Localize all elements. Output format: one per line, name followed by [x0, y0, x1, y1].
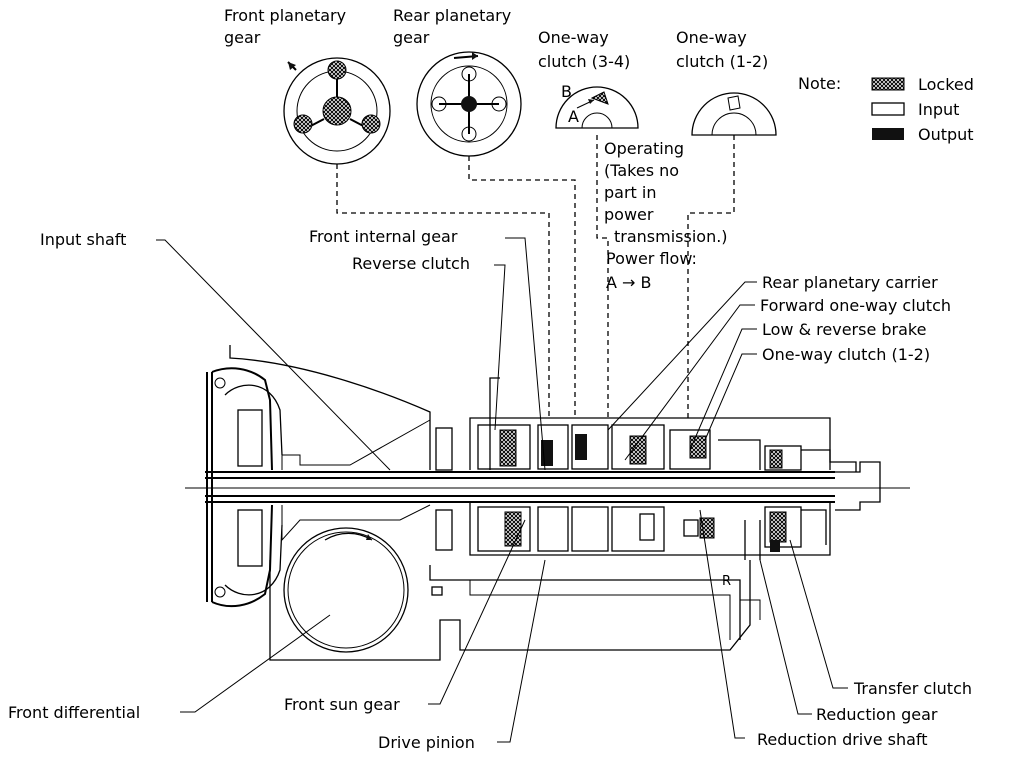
labels: Front planetary gear Rear planetary gear…	[8, 6, 974, 752]
one-way-clutch-3-4-inset	[555, 86, 639, 129]
callout-front-differential: Front differential	[8, 703, 140, 722]
callout-one-way-clutch-12: One-way clutch (1-2)	[762, 345, 930, 364]
label-owc12-line1: One-way	[676, 28, 747, 47]
transmission-body	[185, 345, 910, 661]
label-letter-a: A	[568, 107, 579, 126]
callout-reduction-drive-shaft: Reduction drive shaft	[757, 730, 928, 749]
legend-title: Note:	[798, 74, 841, 93]
rear-planetary-gear-inset	[416, 51, 522, 157]
label-owc34-line1: One-way	[538, 28, 609, 47]
callout-front-internal-gear: Front internal gear	[309, 227, 458, 246]
leader-lines	[156, 237, 848, 743]
label-owc12-line2: clutch (1-2)	[676, 52, 768, 71]
legend	[871, 77, 905, 140]
label-front-planetary-gear: gear	[224, 28, 261, 47]
callout-reverse-clutch: Reverse clutch	[352, 254, 470, 273]
operating-line-7: A → B	[606, 273, 652, 292]
operating-line-3: part in	[604, 183, 656, 202]
legend-locked: Locked	[918, 75, 974, 94]
callout-front-sun-gear: Front sun gear	[284, 695, 400, 714]
front-planetary-gear-inset	[283, 57, 391, 165]
one-way-clutch-1-2-inset	[691, 92, 777, 136]
callout-reduction-gear: Reduction gear	[816, 705, 938, 724]
operating-line-2: (Takes no	[604, 161, 679, 180]
legend-input: Input	[918, 100, 959, 119]
label-front-planetary: Front planetary	[224, 6, 346, 25]
operating-line-6: Power flow:	[606, 249, 697, 268]
legend-output: Output	[918, 125, 974, 144]
callout-input-shaft: Input shaft	[40, 230, 126, 249]
label-rear-planetary-gear: gear	[393, 28, 430, 47]
label-rear-planetary: Rear planetary	[393, 6, 511, 25]
callout-rear-planetary-carrier: Rear planetary carrier	[762, 273, 938, 292]
callout-low-reverse-brake: Low & reverse brake	[762, 320, 926, 339]
mark-r: R	[722, 574, 731, 589]
label-letter-b: B	[561, 82, 572, 101]
inset-connector-lines	[336, 135, 735, 420]
callout-transfer-clutch: Transfer clutch	[853, 679, 972, 698]
operating-line-1: Operating	[604, 139, 684, 158]
callout-drive-pinion: Drive pinion	[378, 733, 475, 752]
label-owc34-line2: clutch (3-4)	[538, 52, 630, 71]
operating-line-5: transmission.)	[614, 227, 728, 246]
operating-line-4: power	[604, 205, 654, 224]
callout-forward-one-way-clutch: Forward one-way clutch	[760, 296, 951, 315]
